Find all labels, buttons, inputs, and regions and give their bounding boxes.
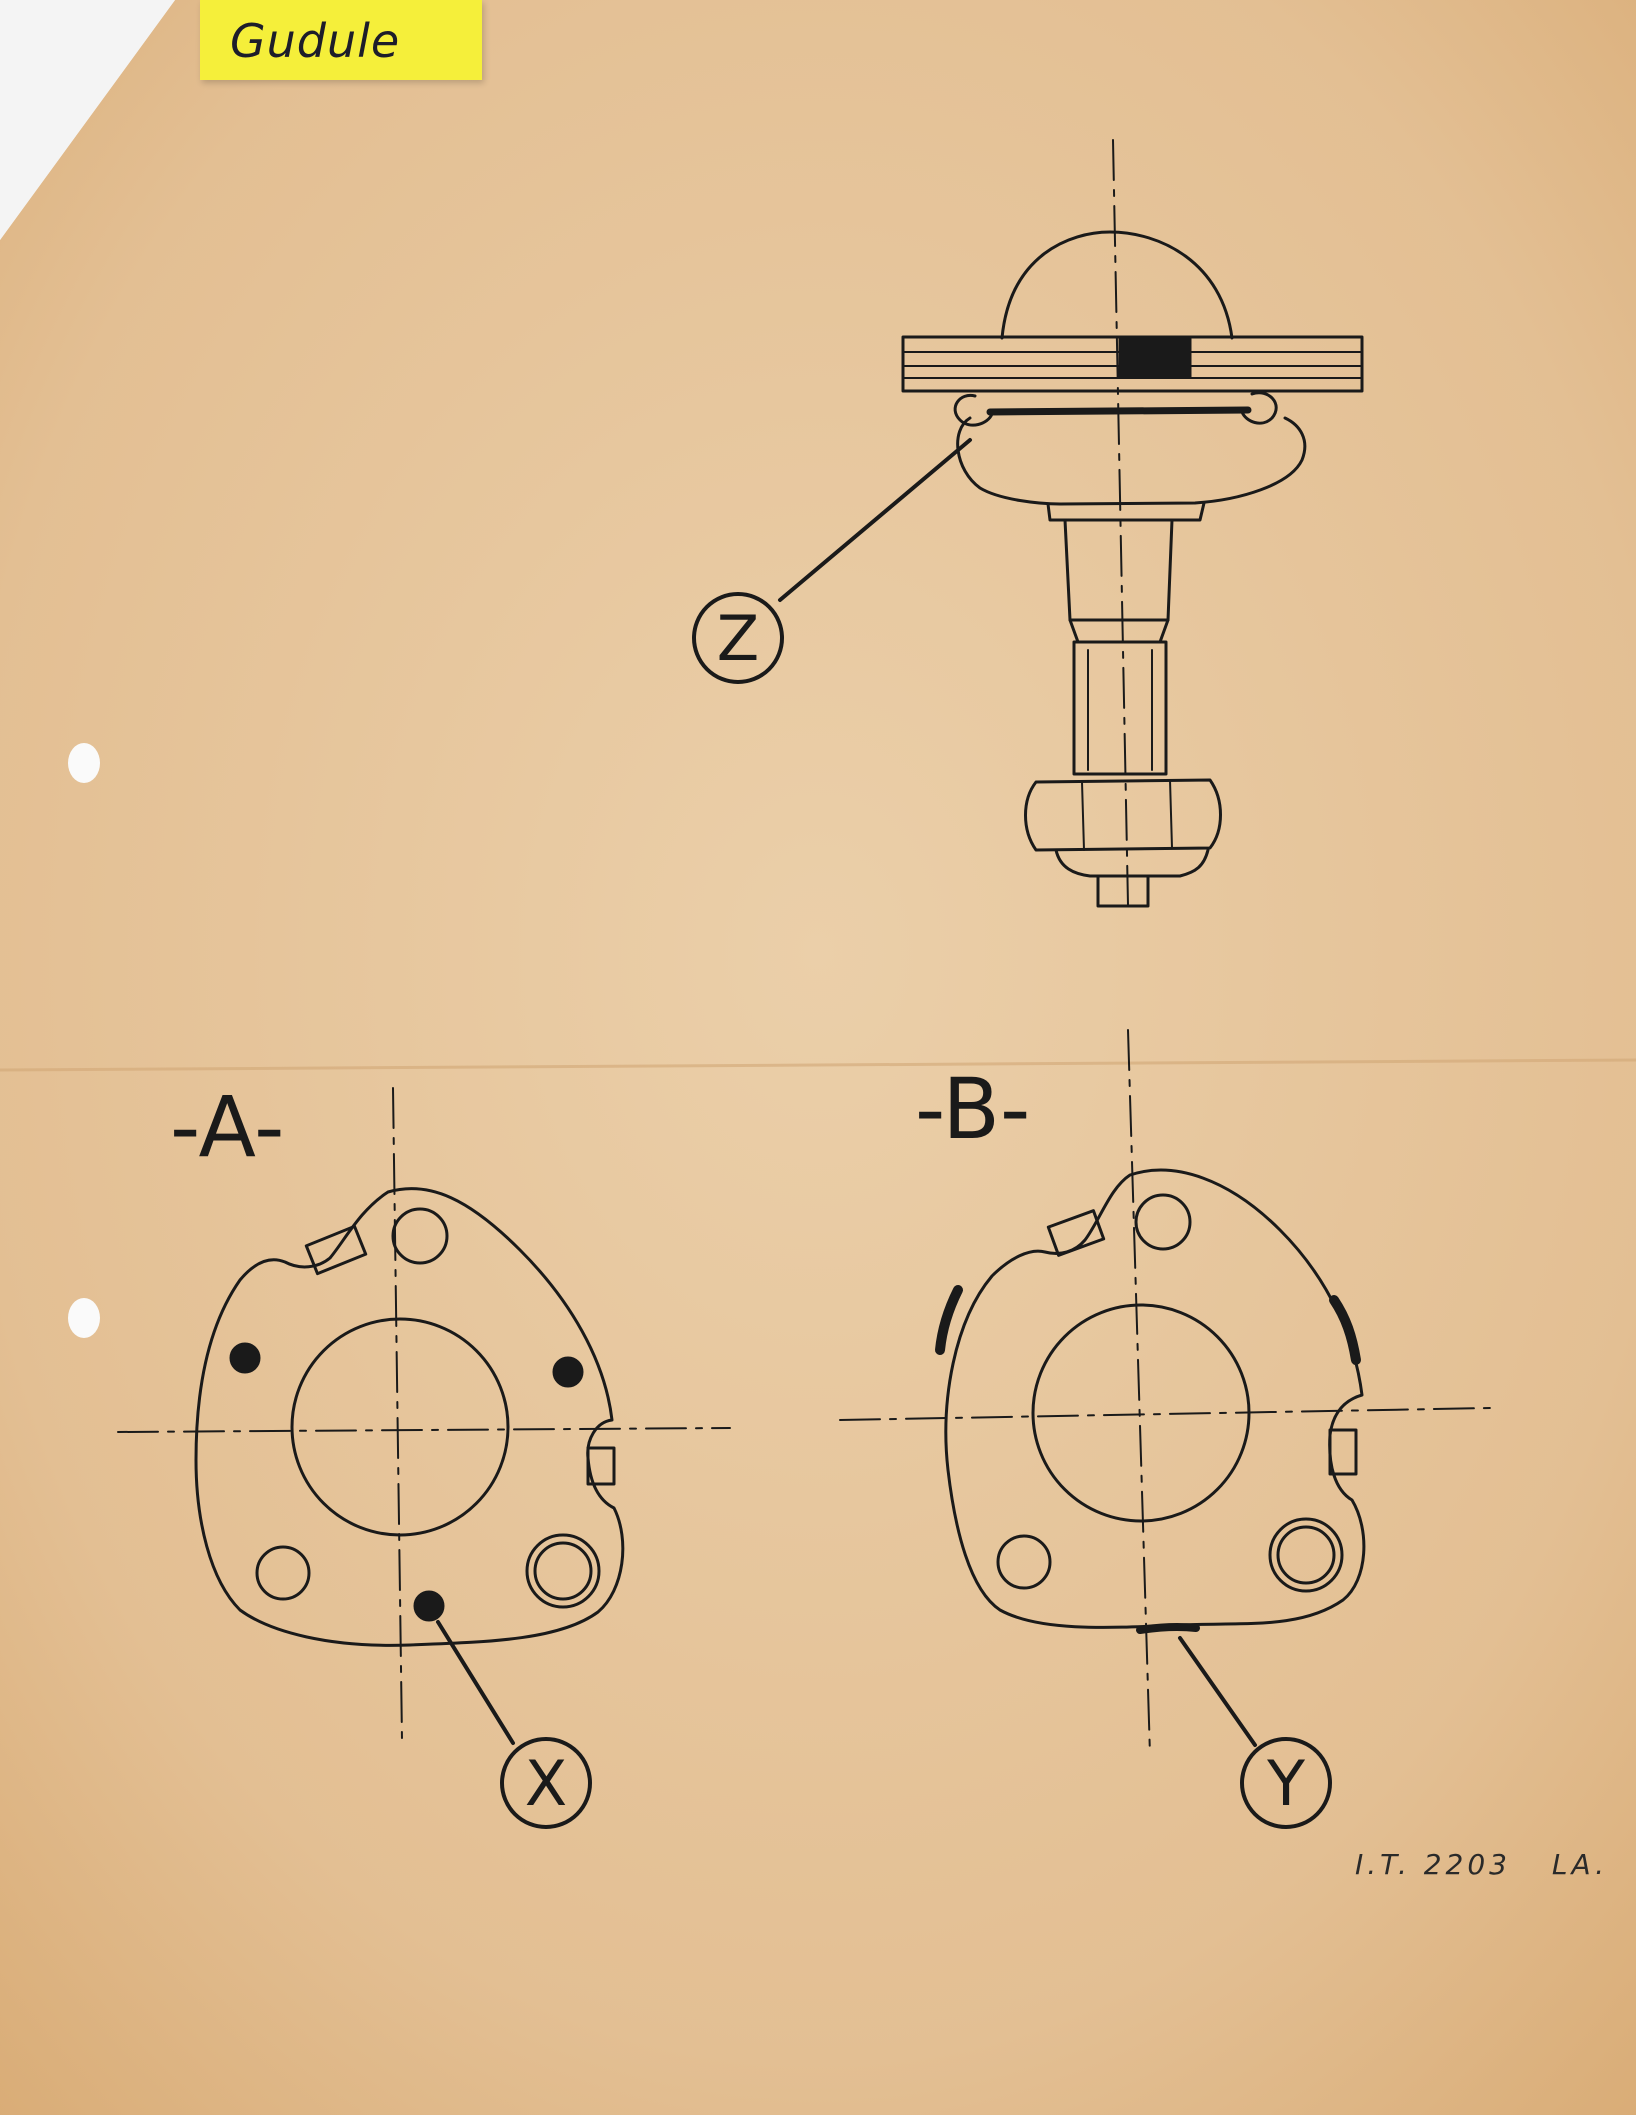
tab-top-a [304, 1224, 368, 1276]
punch-hole-bottom [68, 1298, 100, 1338]
weld-seam-bottom-b [1136, 1622, 1200, 1634]
weld-dot-left-a [229, 1342, 261, 1374]
sticky-note: Gudule [200, 0, 482, 80]
hole-top-a [391, 1207, 449, 1265]
drawing-initials: LA. [1551, 1848, 1609, 1881]
centerline-a-vertical [392, 1087, 403, 1741]
folded-corner [0, 0, 175, 240]
threaded-stem [1072, 640, 1168, 776]
nut-face-1 [1081, 781, 1085, 851]
stem-stub [1096, 874, 1150, 908]
hole-lower-right-outer-a [525, 1533, 601, 1609]
view-b-label: -B- [915, 1060, 1031, 1158]
body-cup [956, 416, 1307, 506]
flange-block [1118, 337, 1192, 379]
callout-y: Y [1240, 1737, 1332, 1829]
leader-z [778, 438, 972, 602]
tab-side-a [586, 1446, 616, 1486]
main-bore-a [290, 1317, 510, 1537]
weld-dot-right-a [552, 1356, 584, 1388]
tab-top-b [1046, 1209, 1106, 1257]
dome [1000, 230, 1234, 340]
view-a-drawing [117, 1087, 731, 1745]
hole-lower-right-inner-a [533, 1541, 593, 1601]
centerline-b-vertical [1127, 1029, 1151, 1756]
weld-seam-right-b [1329, 1295, 1361, 1365]
drawing-reference: I.T. 2203 LA. [1355, 1848, 1608, 1881]
nut-face-2 [1169, 779, 1173, 849]
tab-side-b [1328, 1428, 1358, 1476]
centerline-a-horizontal [117, 1427, 731, 1433]
seal-right [1240, 391, 1278, 425]
punch-hole-top [68, 743, 100, 783]
leader-x [436, 1620, 515, 1745]
fold-crease [0, 1058, 1636, 1072]
hole-lower-left-b [996, 1534, 1052, 1590]
shank-upper [1063, 518, 1174, 622]
view-b-drawing [839, 1029, 1491, 1756]
view-a-label: -A- [170, 1078, 285, 1176]
nut [1024, 778, 1222, 852]
callout-z: Z [692, 592, 784, 684]
main-bore-b [1031, 1303, 1251, 1523]
seal-left [953, 393, 994, 427]
hole-top-b [1134, 1193, 1192, 1251]
ball-joint-side-view [778, 139, 1364, 908]
flange-plate [901, 335, 1364, 393]
drawing-number: I.T. 2203 [1355, 1848, 1511, 1881]
weld-seam-left-b [935, 1285, 963, 1355]
seal-band [986, 406, 1252, 416]
hole-lower-right-inner-b [1276, 1525, 1336, 1585]
neck-collar [1046, 501, 1206, 522]
callout-x: X [500, 1737, 592, 1829]
hole-lower-right-outer-b [1268, 1517, 1344, 1593]
plate-outline-a [194, 1187, 625, 1647]
sticky-note-text: Gudule [230, 14, 401, 68]
leader-y [1178, 1636, 1257, 1747]
hole-lower-left-a [255, 1545, 311, 1601]
centerline-top [1112, 139, 1129, 906]
centerline-b-horizontal [839, 1407, 1491, 1421]
weld-dot-bottom-a [413, 1590, 445, 1622]
